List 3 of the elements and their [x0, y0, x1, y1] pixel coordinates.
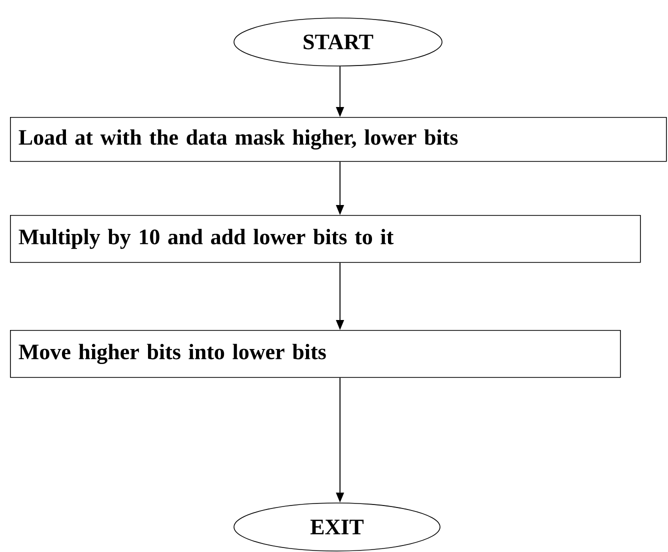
process-box: Load at with the data mask higher, lower bits [10, 117, 667, 162]
process-box: Move higher bits into lower bits [10, 330, 621, 378]
process-box: Multiply by 10 and add lower bits to it [10, 214, 641, 263]
